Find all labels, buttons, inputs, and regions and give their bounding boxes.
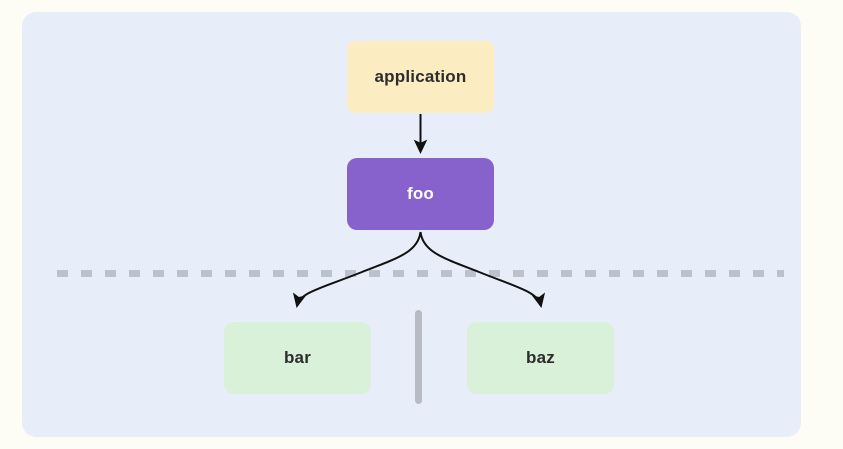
node-bar-label: bar — [283, 348, 312, 367]
node-application-label: application — [374, 67, 467, 86]
node-baz-label: baz — [526, 348, 555, 367]
node-baz[interactable]: baz — [467, 322, 614, 394]
vertical-scroll-handle[interactable] — [415, 310, 422, 404]
node-foo[interactable]: foo — [347, 158, 494, 230]
node-foo-label: foo — [406, 184, 435, 203]
boundary-separator — [57, 270, 784, 277]
node-application[interactable]: application — [347, 41, 494, 113]
node-bar[interactable]: bar — [224, 322, 371, 394]
